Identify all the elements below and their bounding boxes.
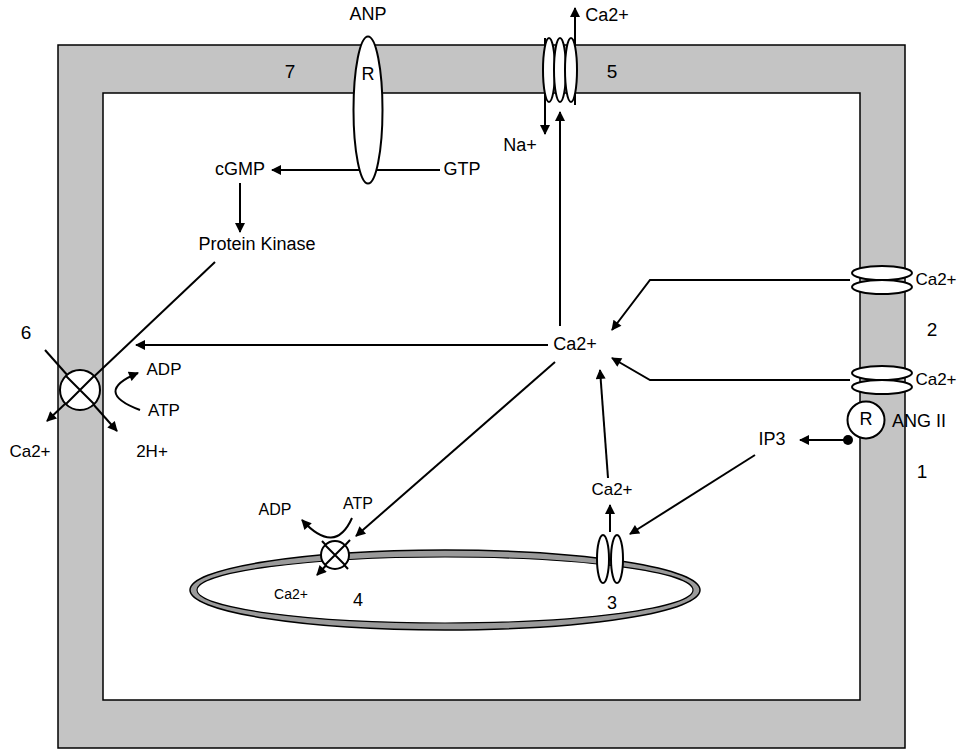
anp-receptor-shape xyxy=(354,37,383,184)
molecule-label-holder: cGMP xyxy=(215,160,265,180)
hormone-label: ANP xyxy=(350,4,387,24)
ion-label: Ca2+ xyxy=(553,334,597,354)
molecule-label-holder: ATP xyxy=(148,402,180,421)
ion-label-holder: 2H+ xyxy=(136,443,168,462)
hormone-label-holder: ANP xyxy=(350,5,387,25)
callout-number: 2 xyxy=(927,319,938,340)
callout-number-holder: 7 xyxy=(285,62,296,83)
enzyme-label-holder: Protein Kinase xyxy=(198,235,315,255)
ion-label-holder: Ca2+ xyxy=(9,443,50,462)
callout-number-holder: 2 xyxy=(927,320,938,341)
callout-number-holder: 3 xyxy=(607,594,617,614)
ion-label: Ca2+ xyxy=(915,270,956,289)
callout-number: 6 xyxy=(21,322,32,343)
callout-number: 7 xyxy=(285,61,296,82)
receptor-label: R xyxy=(362,64,375,84)
hormone-label: ANG II xyxy=(892,411,946,431)
callout-number: 1 xyxy=(917,461,928,482)
arrows xyxy=(45,8,850,575)
molecule-label: ATP xyxy=(148,401,180,420)
callout-number: 3 xyxy=(607,593,617,613)
molecule-label: ATP xyxy=(343,495,373,512)
callout-number: 4 xyxy=(353,590,363,610)
molecule-label: IP3 xyxy=(758,429,785,449)
cell-membrane xyxy=(58,45,905,748)
ion-label-holder: Ca2+ xyxy=(585,6,629,26)
anp-receptor: ANPR xyxy=(352,35,384,185)
molecule-label: ADP xyxy=(147,360,182,379)
callout-number-holder: 4 xyxy=(353,591,363,611)
callout-number-holder: 1 xyxy=(917,462,928,483)
ion-label: Na+ xyxy=(503,135,537,155)
ion-label: Ca2+ xyxy=(591,480,632,499)
ion-label: Ca2+ xyxy=(274,586,308,602)
ion-label: Ca2+ xyxy=(915,370,956,389)
receptor-label-holder: R xyxy=(860,410,873,430)
ion-label: Ca2+ xyxy=(9,442,50,461)
molecule-label-holder: ADP xyxy=(259,501,292,519)
ion-label-holder: Na+ xyxy=(503,136,537,156)
molecule-label-holder: GTP xyxy=(443,160,480,180)
molecule-label: ADP xyxy=(259,501,292,518)
callout-number-holder: 6 xyxy=(21,323,32,344)
molecule-label: GTP xyxy=(443,159,480,179)
callout-number-holder: 5 xyxy=(607,62,618,83)
callout-number: 5 xyxy=(607,61,618,82)
ion-label-holder: Ca2+ xyxy=(915,271,956,290)
angii-receptor-shape xyxy=(848,402,885,439)
ion-label-holder: Ca2+ xyxy=(274,585,308,603)
ion-channel xyxy=(543,38,912,583)
anp-receptor-outline xyxy=(352,35,384,185)
molecule-label-holder: ATP xyxy=(343,495,373,513)
ion-label-holder: Ca2+ xyxy=(915,371,956,390)
enzyme-label: Protein Kinase xyxy=(198,234,315,254)
receptor-label: R xyxy=(860,409,873,429)
ion-label-holder: Ca2+ xyxy=(553,335,597,355)
angii-receptor: RANG II xyxy=(846,400,886,440)
ion-label-holder: Ca2+ xyxy=(591,481,632,500)
receptor-label-holder: R xyxy=(362,65,375,85)
receptor-dot xyxy=(843,435,853,445)
hormone-label-holder: ANG II xyxy=(892,412,946,432)
ion-label: Ca2+ xyxy=(585,5,629,25)
molecule-label-holder: IP3 xyxy=(758,430,785,450)
molecule-label-holder: ADP xyxy=(147,361,182,380)
ion-label: 2H+ xyxy=(136,442,168,461)
atpase-pump xyxy=(60,370,349,569)
molecule-label: cGMP xyxy=(215,159,265,179)
